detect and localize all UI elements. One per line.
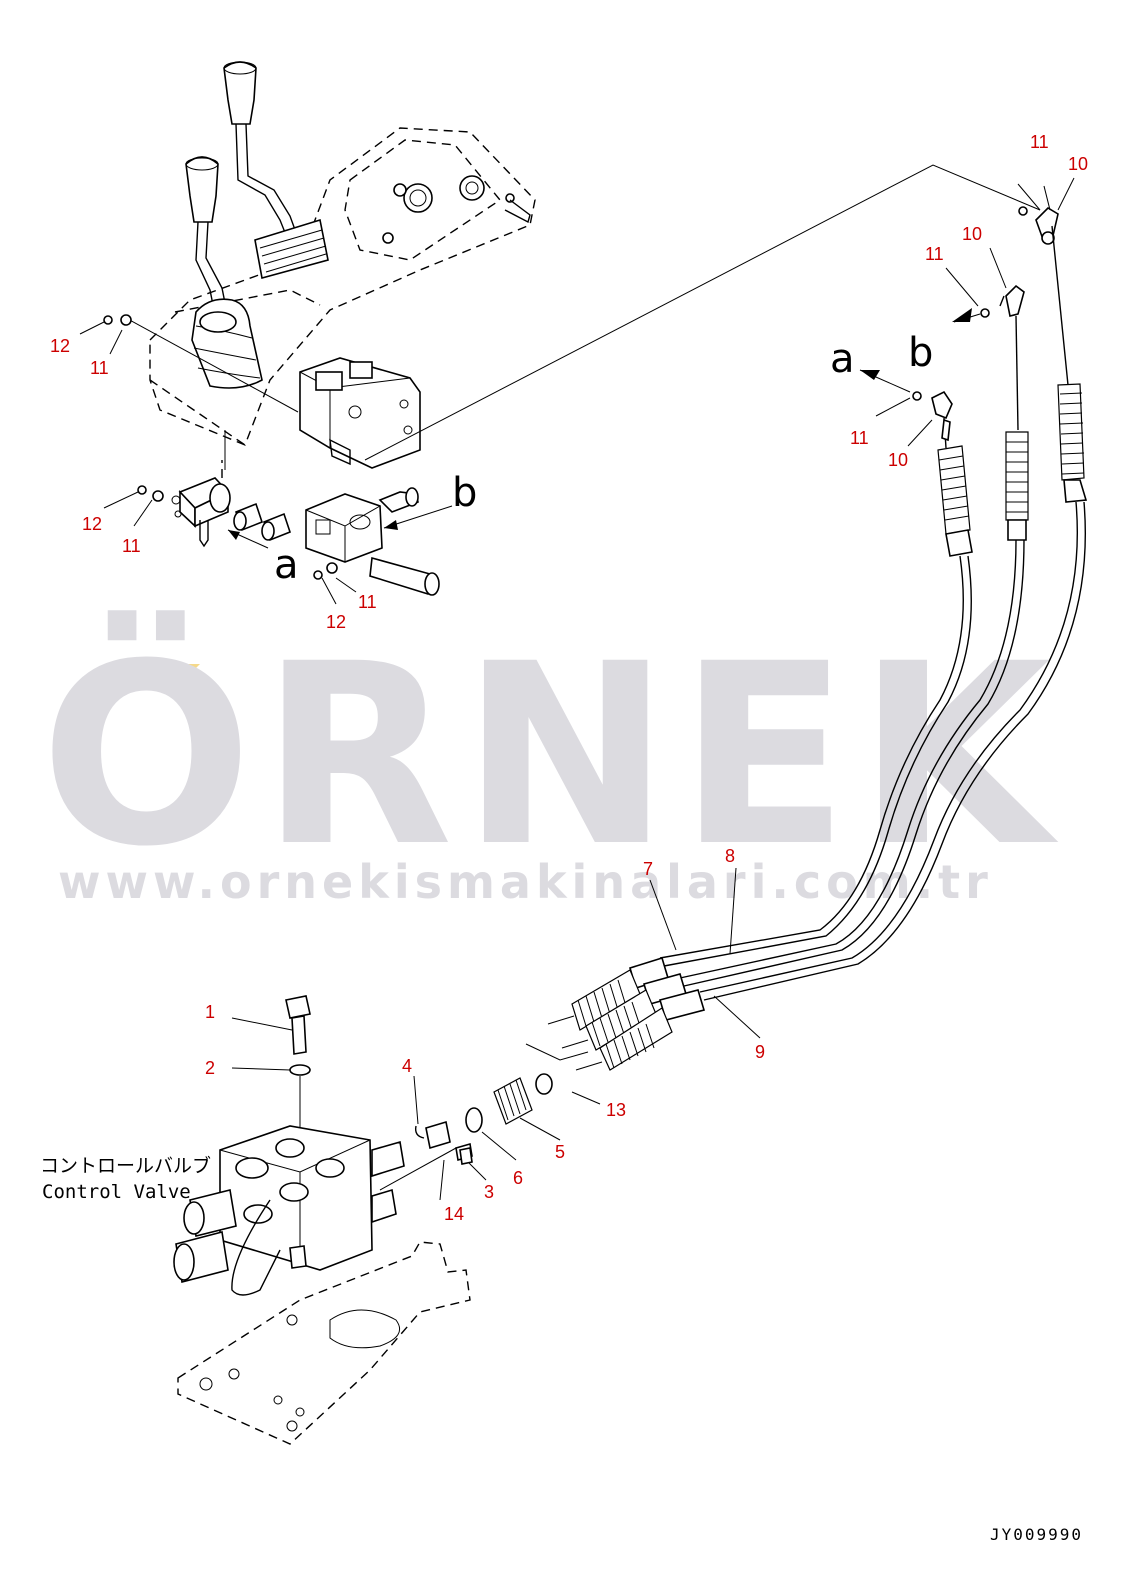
washer-11-ul xyxy=(120,314,132,326)
callout-12-ul: 12 xyxy=(50,336,70,356)
callout-5: 5 xyxy=(555,1142,565,1162)
callout-10-lr: 10 xyxy=(888,450,908,470)
callout-3: 3 xyxy=(484,1182,494,1202)
callout-7: 7 xyxy=(643,859,653,879)
callout-10-tr: 10 xyxy=(1068,154,1088,174)
boot-part-5 xyxy=(493,1077,533,1125)
callout-11-mr: 11 xyxy=(925,244,944,264)
callout-4: 4 xyxy=(402,1056,412,1076)
upper-link-line xyxy=(364,164,1041,461)
callout-2: 2 xyxy=(205,1058,215,1078)
callout-9: 9 xyxy=(755,1042,765,1062)
callout-10-mr: 10 xyxy=(962,224,982,244)
washer-part-2 xyxy=(289,1064,311,1076)
callout-labels: 1 2 3 4 5 6 7 8 9 13 14 11 10 10 11 11 1… xyxy=(50,132,1088,1224)
view-letter-a-lower: a xyxy=(274,542,299,588)
callout-11-bl: 11 xyxy=(358,592,377,612)
callout-12-bl: 12 xyxy=(326,612,346,632)
tall-lever-knob xyxy=(223,61,257,125)
view-letter-a-upper: a xyxy=(830,336,855,382)
bolt-part-1 xyxy=(285,995,311,1019)
control-valve-label-en: Control Valve xyxy=(42,1181,191,1203)
lever-shaft-detail xyxy=(171,460,453,596)
callout-8: 8 xyxy=(725,846,735,866)
washer-11-tr xyxy=(1018,206,1028,216)
watermark-accent-left xyxy=(98,664,144,686)
washer-11-ml xyxy=(152,490,164,502)
nut-12-ul xyxy=(103,315,113,325)
ball-joint-lower xyxy=(931,390,953,420)
operator-console-assembly xyxy=(125,61,1041,470)
control-valve-label: コントロールバルブ Control Valve xyxy=(40,1154,211,1203)
snap-ring-part-6 xyxy=(465,1107,483,1133)
view-letter-b-lower: b xyxy=(452,470,477,516)
watermark-accent-right xyxy=(154,664,200,686)
callout-11-lr: 11 xyxy=(850,428,869,448)
view-letter-b-upper: b xyxy=(908,330,933,376)
ball-joint-middle xyxy=(1005,284,1025,317)
control-valve-assembly xyxy=(173,995,553,1445)
washer-part-13 xyxy=(535,1073,553,1095)
callout-13: 13 xyxy=(606,1100,626,1120)
callout-6: 6 xyxy=(513,1168,523,1188)
washer-11-mr xyxy=(980,308,990,318)
watermark: ÖRNEK www.ornekismakinalari.com.tr xyxy=(40,610,1059,909)
short-lever-knob xyxy=(185,156,219,223)
nut-12-bl xyxy=(313,570,323,580)
callout-11-tr: 11 xyxy=(1030,132,1049,152)
hardware xyxy=(103,206,1028,1165)
callout-1: 1 xyxy=(205,1002,215,1022)
control-cables xyxy=(525,206,1088,1071)
nut-12-ml xyxy=(137,485,147,495)
washer-11-lr xyxy=(912,391,922,401)
callout-11-ml: 11 xyxy=(122,536,141,556)
callout-11-ul: 11 xyxy=(90,358,109,378)
control-valve-label-jp: コントロールバルブ xyxy=(40,1154,211,1177)
callout-12-ml: 12 xyxy=(82,514,102,534)
callout-14: 14 xyxy=(444,1204,464,1224)
watermark-url: www.ornekismakinalari.com.tr xyxy=(58,855,993,909)
view-letters: a b b a xyxy=(274,330,933,588)
washer-11-bl xyxy=(326,562,338,574)
drawing-id: JY009990 xyxy=(990,1525,1083,1544)
watermark-brand: ÖRNEK xyxy=(40,610,1059,901)
